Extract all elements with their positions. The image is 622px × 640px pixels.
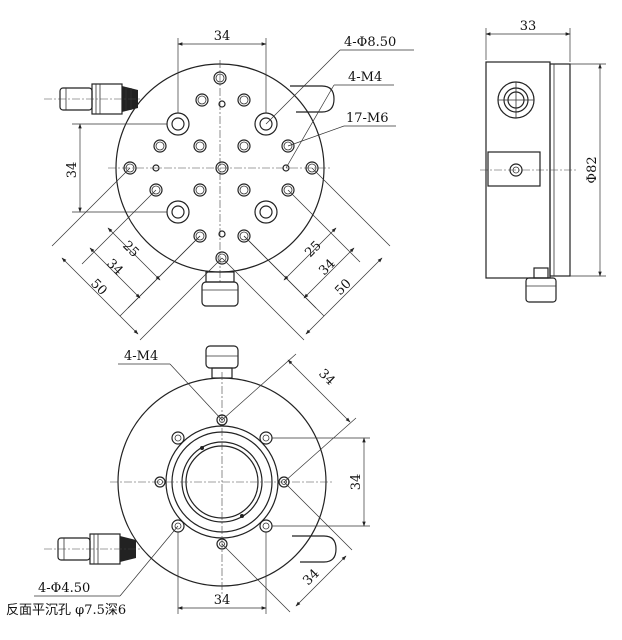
- top-dim-right-outer: 50: [332, 276, 354, 298]
- top-callout-counterbore: 4-Φ8.50: [344, 35, 396, 50]
- top-dim-left-inner: 25: [119, 238, 141, 260]
- top-dim-right-inner: 25: [302, 238, 324, 260]
- bottom-note: 反面平沉孔 φ7.5深6: [6, 603, 126, 618]
- bottom-m4-holes: [154, 414, 290, 550]
- top-dim-left-mid: 34: [103, 256, 125, 278]
- side-dim-diameter: Φ82: [585, 156, 600, 183]
- top-dim-right-mid: 34: [316, 256, 338, 278]
- micrometer-knob-left: [44, 83, 140, 115]
- bottom-dim-horizontal: 34: [214, 593, 231, 608]
- right-clamp-tab: [290, 85, 335, 113]
- bottom-dim-diag-bottom: 34: [300, 566, 322, 588]
- bottom-callout-m4: 4-M4: [124, 349, 158, 364]
- side-dim-width: 33: [520, 19, 537, 34]
- top-dim-vertical: 34: [65, 162, 80, 179]
- side-view: 33 Φ82: [480, 19, 606, 303]
- top-view: 34 34 25 34 50: [44, 29, 414, 341]
- right-diagonal-dimensions: [221, 167, 391, 341]
- micrometer-knob-bottom: [201, 271, 239, 307]
- bottom-callout-holes: 4-Φ4.50: [38, 581, 90, 596]
- bottom-view: 4-M4 34 34 34 34 4-Φ4.50 反面平沉孔 φ7.5深6: [6, 345, 370, 618]
- top-dim-left-outer: 50: [87, 276, 109, 298]
- top-dim-horizontal: 34: [214, 29, 231, 44]
- bottom-dim-vertical: 34: [349, 474, 364, 491]
- m4-small-holes: [152, 100, 290, 238]
- bottom-right-tab: [292, 535, 337, 563]
- bottom-view-micrometer: [44, 533, 140, 565]
- top-callout-m4: 4-M4: [348, 70, 382, 85]
- top-callout-m6: 17-M6: [346, 111, 389, 126]
- m6-threaded-holes: [123, 71, 319, 265]
- bottom-dim-diag-top: 34: [315, 366, 337, 388]
- left-diagonal-dimensions: [51, 167, 223, 341]
